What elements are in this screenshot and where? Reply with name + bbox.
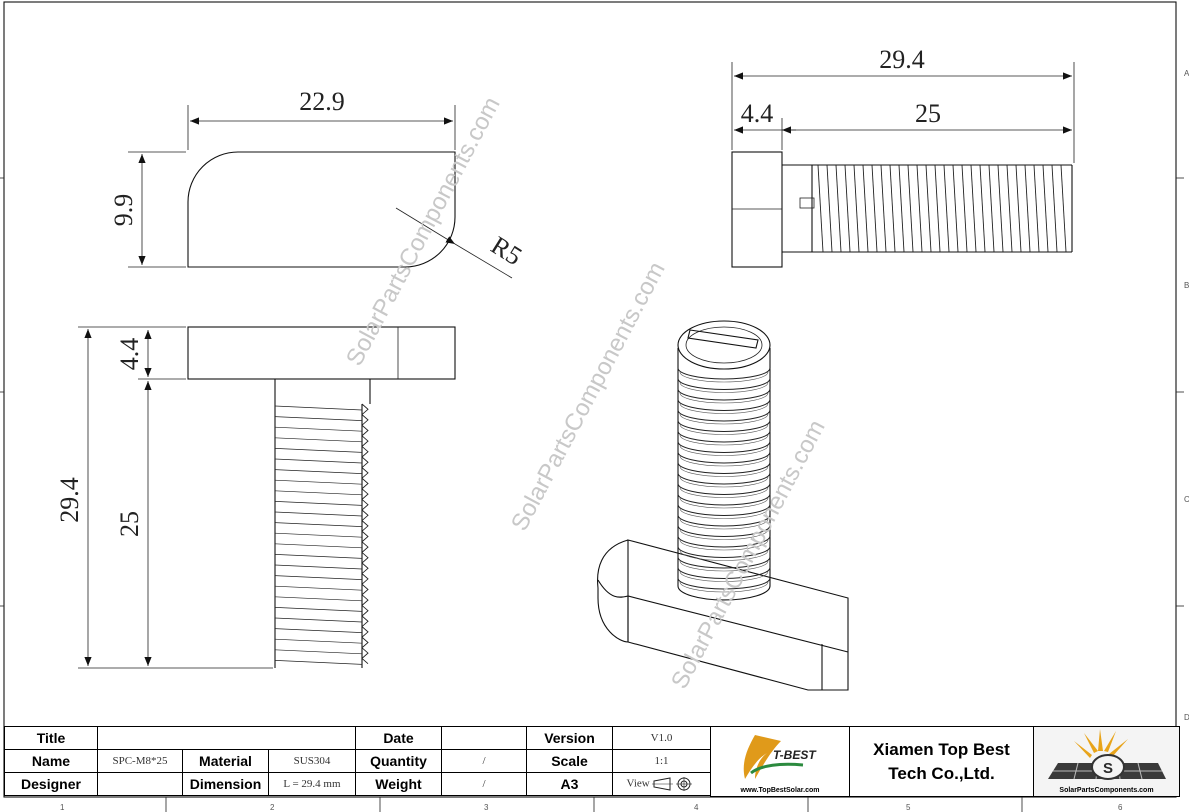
scale-value: 1:1 bbox=[612, 749, 711, 773]
dim-side-head: 4.4 bbox=[741, 99, 774, 128]
top-view bbox=[128, 105, 513, 279]
dim-top-width: 22.9 bbox=[299, 87, 345, 116]
dim-front-head: 4.4 bbox=[115, 338, 144, 371]
title-label: Title bbox=[4, 726, 98, 750]
dim-top-height: 9.9 bbox=[109, 194, 138, 227]
tbest-swoosh-icon: T-BEST bbox=[743, 735, 817, 779]
side-view bbox=[731, 62, 1075, 268]
weight-value: / bbox=[441, 772, 527, 796]
solarparts-logo: S SolarPartsComponents.com bbox=[1034, 726, 1180, 797]
title-block: Title Date Version V1.0 Name SPC-M8*25 M… bbox=[4, 726, 1180, 797]
dim-side-thread: 25 bbox=[915, 99, 941, 128]
zone-label-a: A bbox=[1184, 69, 1189, 78]
zone-label-d: D bbox=[1184, 713, 1189, 722]
dim-top-radius: R5 bbox=[486, 230, 527, 271]
svg-text:S: S bbox=[1103, 760, 1113, 777]
material-value: SUS304 bbox=[268, 749, 356, 773]
dimension-label: Dimension bbox=[182, 772, 269, 796]
view-cell: View bbox=[612, 772, 711, 796]
tbest-url: www.TopBestSolar.com bbox=[740, 787, 820, 794]
zone-label-b: B bbox=[1184, 281, 1189, 290]
version-value: V1.0 bbox=[612, 726, 711, 750]
tbest-logo: T-BEST www.TopBestSolar.com bbox=[710, 726, 850, 797]
material-label: Material bbox=[182, 749, 269, 773]
dimension-value: L = 29.4 mm bbox=[268, 772, 356, 796]
view-label: View bbox=[626, 777, 650, 790]
zone-label-4: 4 bbox=[694, 803, 699, 812]
dim-front-total: 29.4 bbox=[55, 477, 84, 523]
zone-label-6: 6 bbox=[1118, 803, 1123, 812]
title-block-table: Title Date Version V1.0 Name SPC-M8*25 M… bbox=[4, 726, 711, 796]
title-value bbox=[97, 726, 356, 750]
dim-side-total: 29.4 bbox=[879, 45, 925, 74]
name-label: Name bbox=[4, 749, 98, 773]
solarparts-url: SolarPartsComponents.com bbox=[1059, 787, 1154, 794]
projection-symbol-icon bbox=[652, 777, 693, 791]
designer-label: Designer bbox=[4, 772, 98, 796]
solarparts-sun-icon: S bbox=[1048, 729, 1166, 780]
date-label: Date bbox=[355, 726, 442, 750]
watermark-2: SolarPartsComponents.com bbox=[506, 258, 671, 536]
tbest-brand-text: T-BEST bbox=[773, 748, 817, 762]
sheet-size: A3 bbox=[526, 772, 613, 796]
date-value bbox=[441, 726, 527, 750]
dim-front-thread: 25 bbox=[115, 511, 144, 537]
company-line-2: Tech Co.,Ltd. bbox=[888, 763, 995, 783]
zone-label-1: 1 bbox=[60, 803, 65, 812]
zone-label-5: 5 bbox=[906, 803, 911, 812]
company-name: Xiamen Top Best Tech Co.,Ltd. bbox=[850, 726, 1034, 797]
isometric-view bbox=[597, 320, 849, 691]
scale-label: Scale bbox=[526, 749, 613, 773]
name-value: SPC-M8*25 bbox=[97, 749, 183, 773]
zone-label-c: C bbox=[1184, 495, 1189, 504]
quantity-label: Quantity bbox=[355, 749, 442, 773]
quantity-value: / bbox=[441, 749, 527, 773]
front-view bbox=[78, 326, 456, 669]
zone-label-2: 2 bbox=[270, 803, 275, 812]
designer-value bbox=[97, 772, 183, 796]
weight-label: Weight bbox=[355, 772, 442, 796]
watermark-1: SolarPartsComponents.com bbox=[341, 93, 506, 371]
company-line-1: Xiamen Top Best bbox=[873, 739, 1010, 759]
version-label: Version bbox=[526, 726, 613, 750]
zone-label-3: 3 bbox=[484, 803, 489, 812]
